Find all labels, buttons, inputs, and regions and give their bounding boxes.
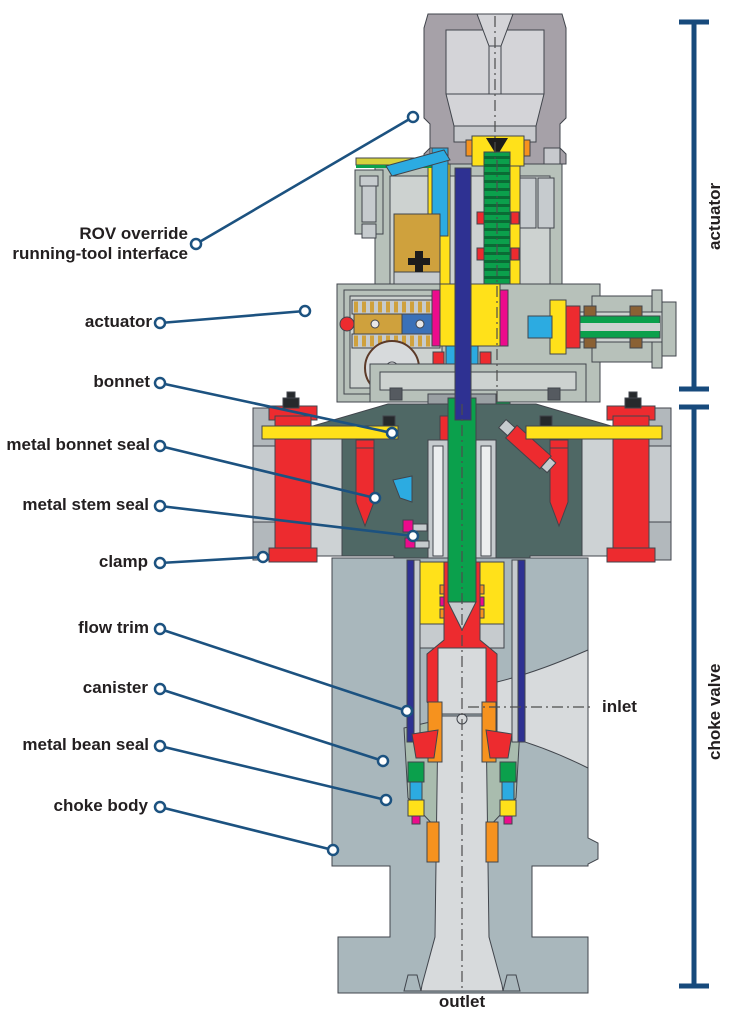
bean-seal-stack-right: [499, 761, 517, 825]
label-actuator: actuator: [84, 312, 152, 331]
leader-rov: [189, 110, 420, 251]
label-metal-bean-seal: metal bean seal: [22, 735, 149, 754]
leader-actuator: [153, 304, 312, 330]
leader-metal-stem-seal: [153, 499, 420, 543]
bracket-label-actuator: actuator: [705, 182, 724, 250]
clamp-right: [581, 391, 672, 563]
label-choke-body: choke body: [53, 796, 148, 815]
label-rov-line1: ROV override: [79, 224, 188, 243]
bracket-label-choke-valve: choke valve: [705, 663, 724, 760]
label-bonnet: bonnet: [93, 372, 150, 391]
bonnet-gasket-left: [261, 425, 399, 440]
rov-side-port: [527, 289, 677, 369]
label-flow-trim: flow trim: [78, 618, 149, 637]
injection-fitting: [498, 418, 557, 474]
leader-choke-body: [153, 800, 340, 857]
packing-box: [427, 439, 497, 565]
clamp-left: [252, 391, 343, 563]
label-rov-override: ROV override running-tool interface: [12, 224, 188, 264]
label-canister: canister: [82, 678, 148, 697]
bracket-actuator: [679, 19, 709, 392]
label-metal-bonnet-seal: metal bonnet seal: [6, 435, 150, 454]
leader-canister: [153, 682, 390, 768]
actuator-mid-section: [336, 283, 677, 407]
bracket-choke-valve: [679, 404, 709, 989]
bonnet-gasket-right: [525, 425, 663, 440]
label-clamp: clamp: [98, 552, 148, 571]
leader-bonnet: [153, 376, 399, 440]
label-outlet: outlet: [438, 992, 486, 1011]
actuator-base: [369, 363, 587, 407]
label-inlet: inlet: [602, 697, 637, 716]
bean-seal-stack-left: [407, 761, 425, 825]
canister-liner-right: [517, 559, 526, 743]
leader-clamp: [153, 550, 270, 570]
bonnet-stud-right: [549, 439, 569, 528]
label-metal-stem-seal: metal stem seal: [22, 495, 149, 514]
leader-flow-trim: [153, 622, 414, 718]
stem-seal-blue-key: [392, 475, 413, 503]
choke-body-block: [331, 557, 599, 994]
label-rov-line2: running-tool interface: [12, 244, 188, 263]
leader-metal-bonnet-seal: [153, 439, 382, 505]
actuator-stem: [454, 167, 472, 421]
leader-metal-bean-seal: [153, 739, 393, 807]
